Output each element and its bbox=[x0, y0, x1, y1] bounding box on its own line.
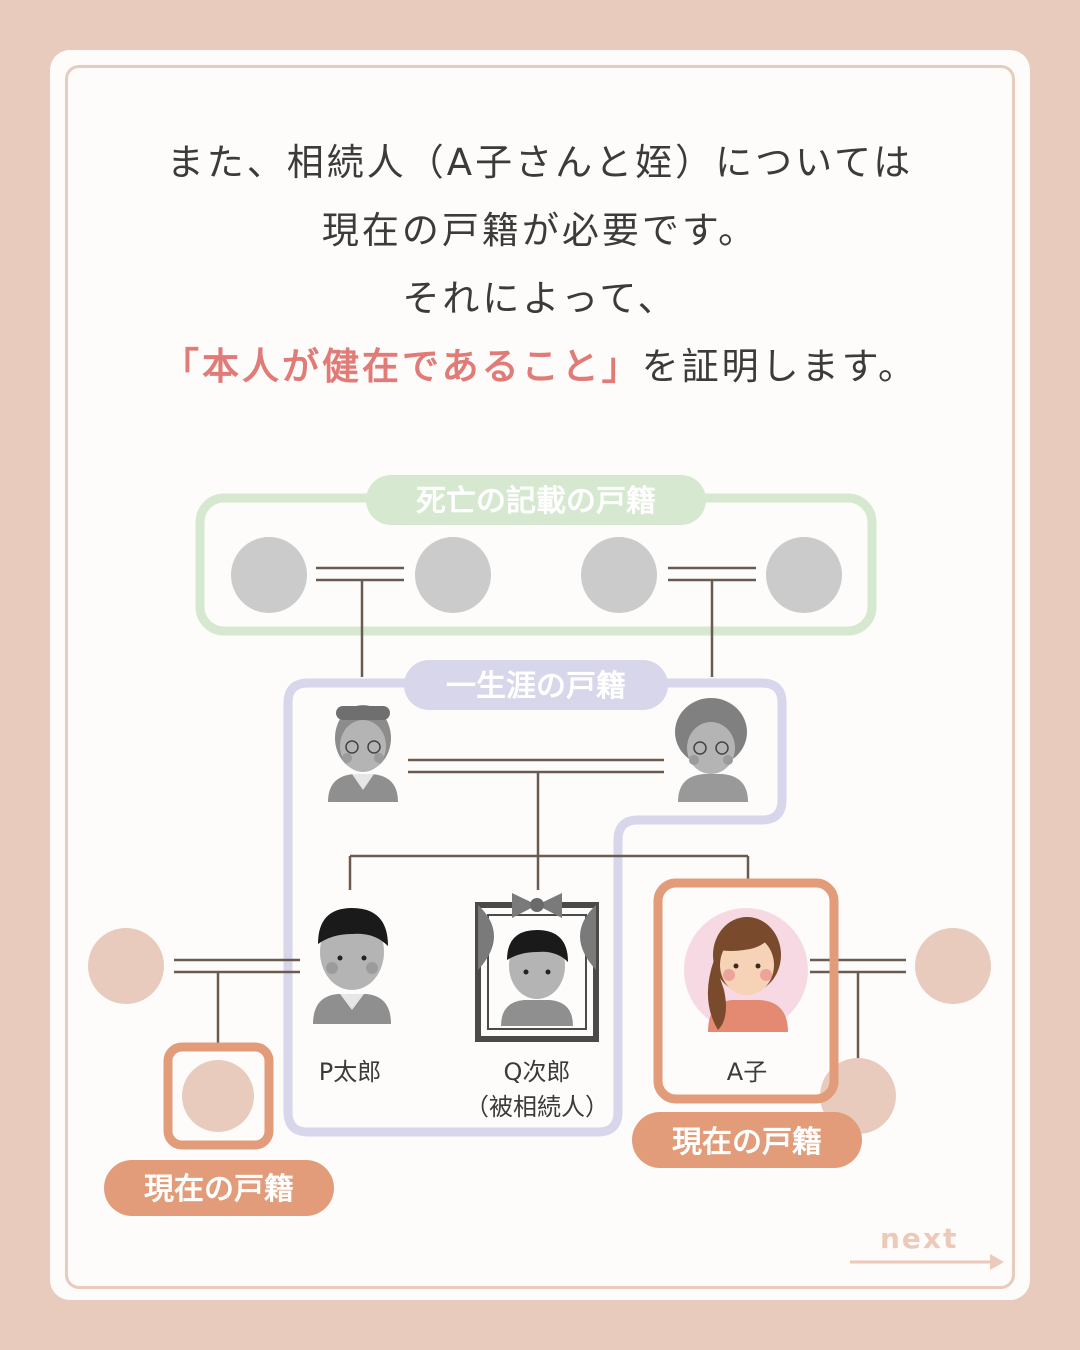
a-ko-label: A子 bbox=[727, 1058, 767, 1086]
lifetime-record-label: 一生涯の戸籍 bbox=[446, 669, 626, 704]
death-record-label: 死亡の記載の戸籍 bbox=[416, 484, 656, 519]
ancestor-circle-4 bbox=[766, 537, 842, 613]
next-arrow-icon bbox=[850, 1254, 1004, 1270]
ancestor-circle-1 bbox=[231, 537, 307, 613]
q-jiro-role-label: （被相続人） bbox=[465, 1093, 609, 1121]
p-taro-label: P太郎 bbox=[319, 1058, 381, 1086]
spouse-circle-left bbox=[88, 928, 164, 1004]
p-taro-avatar bbox=[313, 908, 391, 1024]
grandfather-avatar bbox=[328, 705, 398, 802]
spouse-circle-right bbox=[915, 928, 991, 1004]
current-record-label-left: 現在の戸籍 bbox=[144, 1172, 294, 1207]
ancestor-circle-2 bbox=[415, 537, 491, 613]
current-record-label-right: 現在の戸籍 bbox=[672, 1125, 822, 1160]
q-jiro-label: Q次郎 bbox=[504, 1058, 571, 1086]
next-button[interactable]: next bbox=[880, 1222, 980, 1255]
child-circle-left bbox=[182, 1060, 254, 1132]
grandmother-avatar bbox=[675, 698, 748, 802]
q-jiro-memorial-portrait bbox=[478, 893, 596, 1039]
ancestor-circle-3 bbox=[581, 537, 657, 613]
